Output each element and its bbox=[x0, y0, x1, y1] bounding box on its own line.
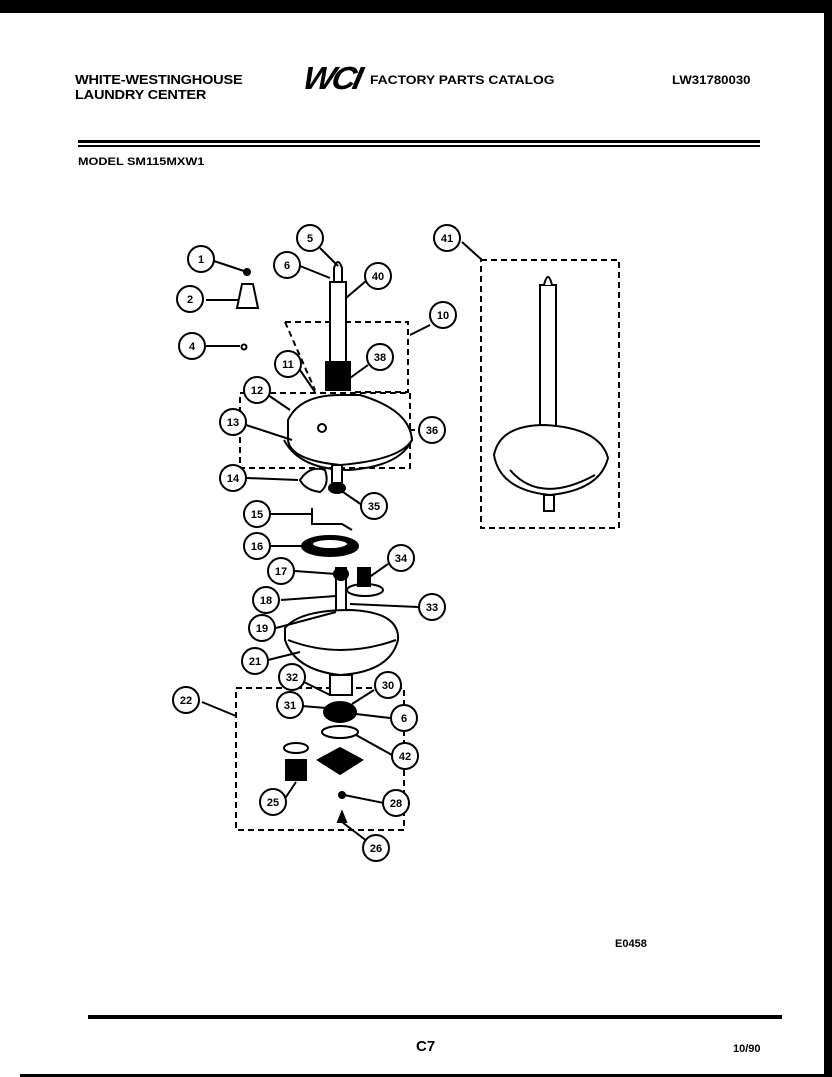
svg-text:41: 41 bbox=[441, 233, 453, 245]
page-right-border bbox=[824, 0, 832, 1077]
svg-text:18: 18 bbox=[260, 595, 272, 607]
svg-text:21: 21 bbox=[249, 656, 261, 668]
svg-text:34: 34 bbox=[395, 553, 408, 565]
diagram-code: E0458 bbox=[615, 938, 647, 950]
svg-text:42: 42 bbox=[399, 751, 411, 763]
svg-text:26: 26 bbox=[370, 843, 382, 855]
brand-line-1: WHITE-WESTINGHOUSE bbox=[75, 72, 243, 87]
svg-text:38: 38 bbox=[374, 352, 386, 364]
svg-text:5: 5 bbox=[307, 233, 313, 245]
svg-text:11: 11 bbox=[282, 359, 294, 371]
catalog-number: LW31780030 bbox=[672, 73, 751, 87]
page-bottom-border bbox=[20, 1074, 832, 1077]
svg-text:40: 40 bbox=[372, 271, 384, 283]
svg-text:35: 35 bbox=[368, 501, 380, 513]
svg-text:2: 2 bbox=[187, 294, 193, 306]
page-top-border bbox=[0, 0, 832, 13]
svg-text:36: 36 bbox=[426, 425, 438, 437]
svg-text:31: 31 bbox=[284, 700, 296, 712]
header-rule-secondary bbox=[78, 145, 760, 147]
header-rule bbox=[78, 140, 760, 143]
svg-text:6: 6 bbox=[401, 713, 407, 725]
svg-text:15: 15 bbox=[251, 509, 263, 521]
callout-bubbles bbox=[172, 224, 461, 862]
svg-text:33: 33 bbox=[426, 602, 438, 614]
svg-text:1: 1 bbox=[198, 254, 204, 266]
svg-text:10: 10 bbox=[437, 310, 449, 322]
svg-text:17: 17 bbox=[275, 566, 287, 578]
svg-text:32: 32 bbox=[286, 672, 298, 684]
brand-block: WHITE-WESTINGHOUSE LAUNDRY CENTER bbox=[75, 72, 243, 102]
footer-rule bbox=[88, 1015, 782, 1019]
svg-text:14: 14 bbox=[227, 473, 240, 485]
svg-text:6: 6 bbox=[284, 260, 290, 272]
svg-text:13: 13 bbox=[227, 417, 239, 429]
model-label: MODEL SM115MXW1 bbox=[78, 156, 205, 168]
svg-text:25: 25 bbox=[267, 797, 279, 809]
svg-text:16: 16 bbox=[251, 541, 263, 553]
svg-text:22: 22 bbox=[180, 695, 192, 707]
svg-text:19: 19 bbox=[256, 623, 268, 635]
page-code: C7 bbox=[416, 1038, 436, 1055]
brand-line-2: LAUNDRY CENTER bbox=[75, 87, 207, 102]
catalog-title: FACTORY PARTS CATALOG bbox=[370, 73, 555, 87]
svg-text:30: 30 bbox=[382, 680, 394, 692]
svg-text:28: 28 bbox=[390, 798, 402, 810]
date-code: 10/90 bbox=[733, 1043, 761, 1055]
svg-text:4: 4 bbox=[189, 341, 196, 353]
svg-text:12: 12 bbox=[251, 385, 263, 397]
